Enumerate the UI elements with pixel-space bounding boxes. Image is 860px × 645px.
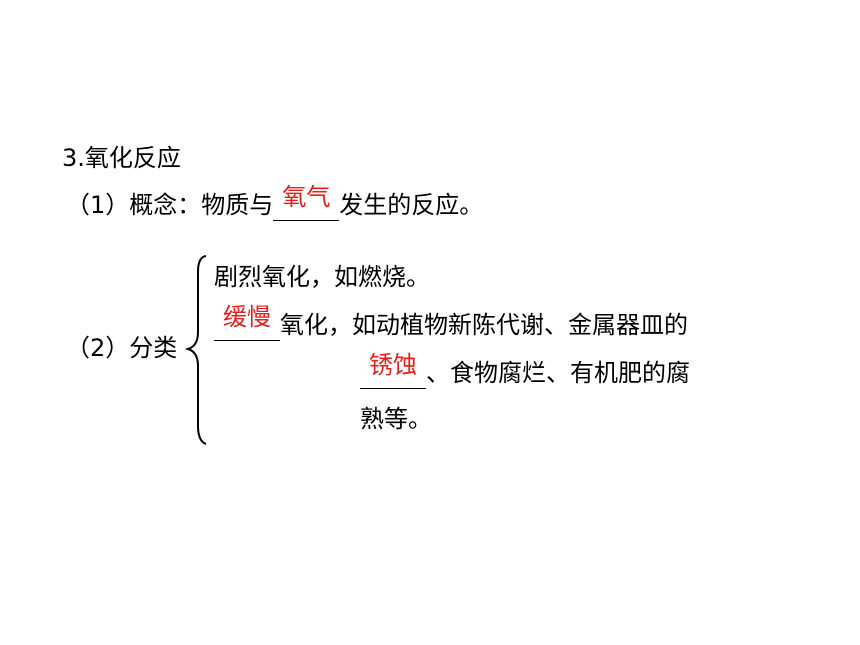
- concept-answer-blank: 氧气: [273, 183, 340, 221]
- concept-text-before: 物质与: [201, 191, 274, 219]
- item2-answer-blank: 缓慢: [214, 303, 280, 341]
- curly-brace: [184, 255, 207, 445]
- item2-text: 氧化，如动植物新陈代谢、金属器皿的: [280, 311, 688, 339]
- class-item-1: 剧烈氧化，如燃烧。: [214, 263, 430, 291]
- concept-text-after: 发生的反应。: [339, 191, 484, 219]
- classification-label: （2）分类: [66, 334, 178, 362]
- class-item-2: 缓慢氧化，如动植物新陈代谢、金属器皿的: [214, 303, 688, 341]
- concept-answer: 氧气: [282, 183, 331, 211]
- item2-answer2: 锈蚀: [369, 351, 417, 379]
- class-item-2-cont: 锈蚀、食物腐烂、有机肥的腐: [360, 351, 690, 389]
- section-title: 3.氧化反应: [62, 144, 181, 172]
- item2-answer2-blank: 锈蚀: [360, 351, 426, 389]
- class-item-2-end: 熟等。: [360, 405, 432, 433]
- concept-label: （1）概念：: [66, 191, 202, 219]
- item2-answer: 缓慢: [223, 303, 271, 331]
- concept-line: （1）概念：物质与氧气发生的反应。: [66, 183, 484, 221]
- item2-text2: 、食物腐烂、有机肥的腐: [426, 359, 690, 387]
